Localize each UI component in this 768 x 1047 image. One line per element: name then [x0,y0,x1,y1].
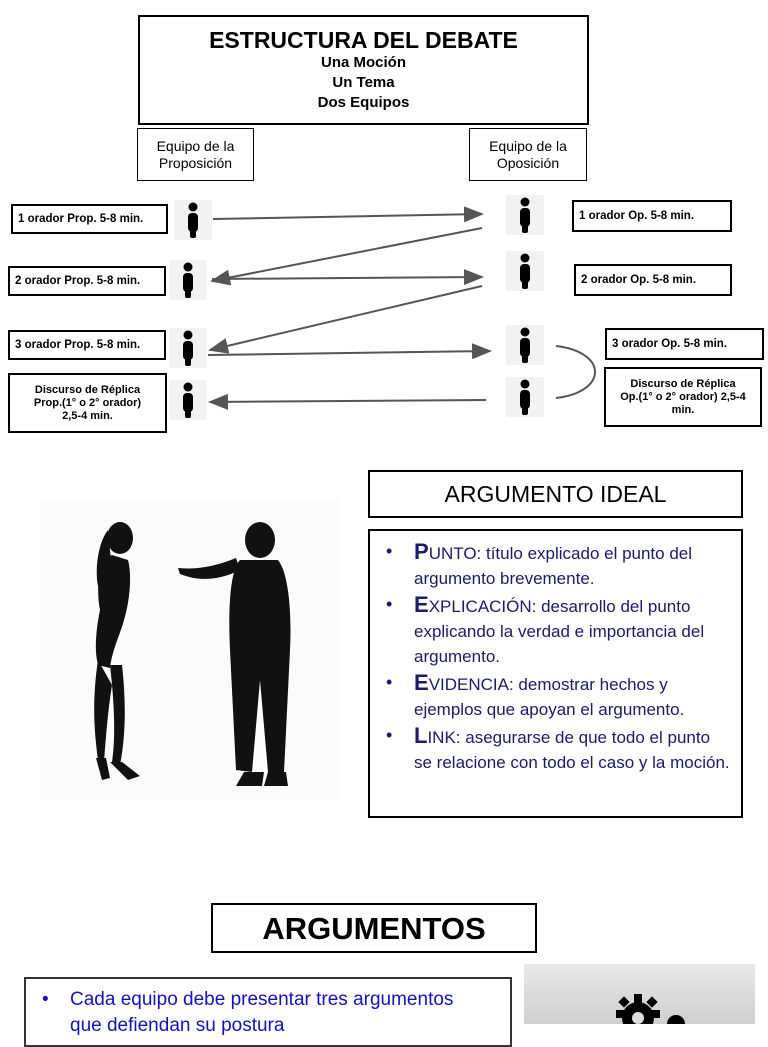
prop-reply-line-3: 2,5-4 min. [62,409,113,422]
header-line-topic: Un Tema [332,74,395,91]
arguments-title-text: ARGUMENTOS [262,911,486,946]
arc-opp3-to-opp-reply [555,345,596,399]
opp-speaker-1-box: 1 orador Op. 5-8 min. [572,200,732,232]
opp-reply-line-1: Discurso de Réplica [630,377,736,390]
person-icon [506,195,544,235]
item-text-continued: que defiendan su postura [70,1015,285,1036]
item-text: XPLICACIÓN: desarrollo del punto explica… [414,597,705,666]
debating-people-silhouette [40,500,340,800]
arrow-opp2-to-prop3 [208,285,483,354]
list-item: PUNTO: título explicado el punto del arg… [386,539,731,591]
opp-reply-box: Discurso de Réplica Op.(1° o 2° orador) … [604,367,762,427]
prop-speaker-1-label: 1 orador Prop. 5-8 min. [18,213,144,225]
opp-speaker-3-label: 3 orador Op. 5-8 min. [612,338,728,350]
opp-reply-line-2: Op.(1° o 2° orador) 2,5-4 [620,390,746,403]
arrow-opp-reply-to-prop-reply [208,393,487,410]
proposition-team-label-1: Equipo de la [156,138,235,154]
prop-speaker-3-label: 3 orador Prop. 5-8 min. [15,339,141,351]
initial-letter: E [414,670,429,695]
speaking-order-arrows [207,206,596,410]
arrow-prop3-to-opp3 [207,343,492,360]
person-icon [506,251,544,291]
arrow-prop1-to-opp1 [212,206,484,223]
opp-reply-line-3: min. [671,403,695,416]
prop-speaker-2-box: 2 orador Prop. 5-8 min. [8,266,166,296]
person-icon [506,325,544,365]
list-item: Cada equipo debe presentar tres argument… [42,987,500,1039]
debate-structure-header: ESTRUCTURA DEL DEBATE Una Moción Un Tema… [138,15,589,125]
prop-reply-box: Discurso de Réplica Prop.(1° o 2° orador… [8,373,167,433]
header-line-teams: Dos Equipos [317,94,410,111]
item-text: Cada equipo debe presentar tres argument… [70,989,454,1010]
person-icon [169,380,207,420]
arguments-title: ARGUMENTOS [211,903,537,953]
ideal-argument-title: ARGUMENTO IDEAL [368,470,743,518]
page-title: ESTRUCTURA DEL DEBATE [209,27,518,53]
opposition-team-label-2: Oposición [496,155,560,171]
header-line-motion: Una Moción [321,54,406,71]
gear-icon [616,994,685,1024]
ideal-argument-title-text: ARGUMENTO IDEAL [444,481,667,507]
proposition-team-label-2: Proposición [158,155,233,171]
initial-letter: L [414,723,428,748]
prop-speaker-1-box: 1 orador Prop. 5-8 min. [11,204,168,234]
opp-speaker-1-label: 1 orador Op. 5-8 min. [579,210,695,222]
opposition-team-label-1: Equipo de la [489,138,567,154]
arrow-opp1-to-prop2 [210,227,483,286]
opp-speaker-2-box: 2 orador Op. 5-8 min. [574,264,732,296]
initial-letter: P [414,539,429,564]
list-item: LINK: asegurarse de que todo el punto se… [386,723,731,775]
list-item: EXPLICACIÓN: desarrollo del punto explic… [386,592,731,669]
arguments-list: Cada equipo debe presentar tres argument… [24,977,512,1047]
arrow-prop2-to-opp2 [211,269,484,286]
person-icon [169,328,207,368]
prop-reply-line-1: Discurso de Réplica [34,383,141,396]
opp-speaker-3-box: 3 orador Op. 5-8 min. [605,328,764,360]
person-icon [506,377,544,417]
gears-image [524,964,755,1024]
initial-letter: E [414,592,429,617]
opposition-team-box: Equipo de la Oposición [469,128,587,181]
item-text: VIDENCIA: demostrar hechos y ejemplos qu… [414,675,685,719]
opp-speaker-2-label: 2 orador Op. 5-8 min. [581,274,697,286]
prop-speaker-3-box: 3 orador Prop. 5-8 min. [8,330,166,360]
person-icon [169,260,207,300]
person-icon [174,200,212,240]
item-text: UNTO: título explicado el punto del argu… [414,544,693,588]
prop-speaker-2-label: 2 orador Prop. 5-8 min. [15,275,141,287]
prop-reply-line-2: Prop.(1° o 2° orador) [33,396,142,409]
list-item: EVIDENCIA: demostrar hechos y ejemplos q… [386,670,731,722]
proposition-team-box: Equipo de la Proposición [137,128,254,181]
item-text: INK: asegurarse de que todo el punto se … [414,728,730,772]
ideal-argument-list: PUNTO: título explicado el punto del arg… [368,529,743,818]
